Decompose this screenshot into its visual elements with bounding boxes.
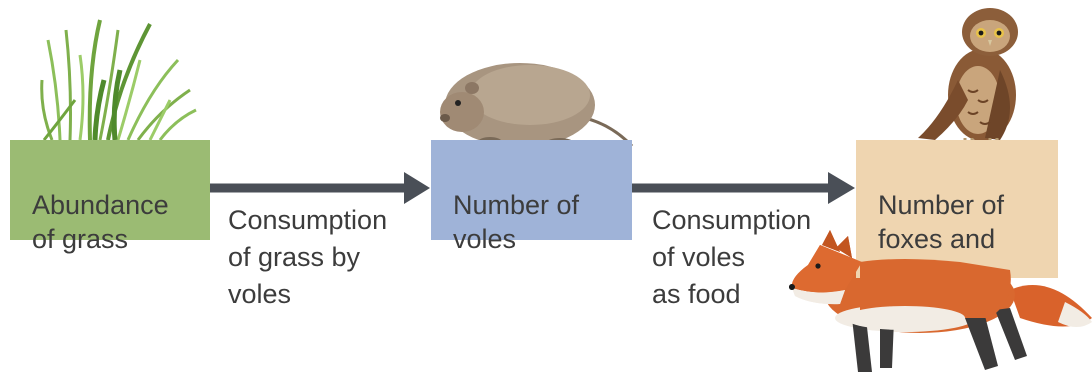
- node-voles: Number of voles: [431, 140, 632, 240]
- node-predators-label: Number of foxes and owls: [878, 190, 1004, 288]
- grass-icon: [42, 20, 196, 140]
- node-grass: Abundance of grass: [10, 140, 210, 240]
- edge-label-voles-predators: Consumption of voles as food: [652, 202, 811, 313]
- arrow-voles-to-predators: [632, 172, 855, 204]
- arrow-grass-to-voles: [210, 172, 430, 204]
- vole-icon: [440, 63, 632, 148]
- owl-icon: [918, 8, 1018, 144]
- edge-label-grass-voles: Consumption of grass by voles: [228, 202, 387, 313]
- node-predators: Number of foxes and owls: [856, 140, 1058, 278]
